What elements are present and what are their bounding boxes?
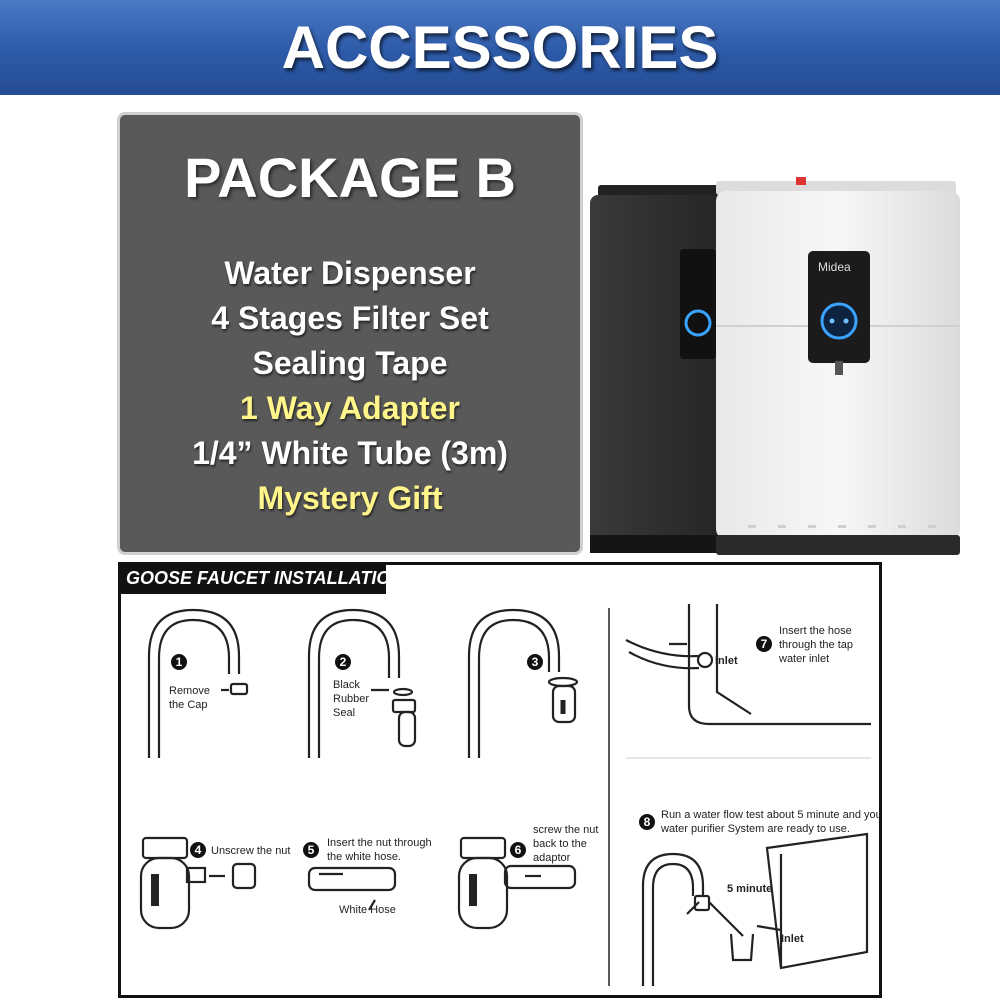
step-number: 6 <box>515 843 522 857</box>
step-7-inlet-label: Inlet <box>715 655 738 667</box>
installation-tab: GOOSE FAUCET INSTALLATION <box>118 562 403 594</box>
step-8-inlet-label: Inlet <box>781 933 804 945</box>
step-2-label: Rubber <box>333 693 369 705</box>
step-8-timer-label: 5 minute <box>727 883 772 895</box>
package-item-highlight: 1 Way Adapter <box>240 390 460 426</box>
installation-title: GOOSE FAUCET INSTALLATION <box>126 568 404 588</box>
step-6-label: back to the <box>533 838 587 850</box>
step-5-hose-label: White Hose <box>339 904 396 916</box>
step-1-label: Remove <box>169 685 210 697</box>
package-item: Sealing Tape <box>252 345 448 381</box>
step-number: 7 <box>761 637 768 651</box>
package-item: 1/4” White Tube (3m) <box>192 435 508 471</box>
white-dispenser: Midea <box>716 177 960 555</box>
step-4-label: Unscrew the nut <box>211 845 290 857</box>
step-8-label: Run a water flow test about 5 minute and… <box>661 809 879 821</box>
step-number: 2 <box>340 655 347 669</box>
step-6-label: adaptor <box>533 852 571 864</box>
step-5-label: the white hose. <box>327 851 401 863</box>
package-card: PACKAGE B Water Dispenser 4 Stages Filte… <box>117 112 583 555</box>
step-number: 5 <box>308 843 315 857</box>
step-2-label: Black <box>333 679 360 691</box>
step-number: 8 <box>644 815 651 829</box>
page-title: ACCESSORIES <box>281 14 719 81</box>
package-item: Water Dispenser <box>224 255 476 291</box>
package-item: 4 Stages Filter Set <box>211 300 489 336</box>
step-7-label: water inlet <box>778 653 829 665</box>
step-number: 1 <box>176 655 183 669</box>
package-title: PACKAGE B <box>184 146 516 209</box>
step-2-label: Seal <box>333 707 355 719</box>
package-item-highlight: Mystery Gift <box>257 480 443 516</box>
water-dispenser-photo: Midea <box>590 177 960 555</box>
step-number: 3 <box>532 655 539 669</box>
step-1-label: the Cap <box>169 699 208 711</box>
installation-diagram: 1 2 3 4 5 6 7 8 Remove the Cap Black Rub… <box>139 604 879 986</box>
step-7-label: Insert the hose <box>779 625 852 637</box>
step-6-label: screw the nut <box>533 824 598 836</box>
step-7-label: through the tap <box>779 639 853 651</box>
brand-logo: Midea <box>818 260 851 274</box>
step-5-label: Insert the nut through <box>327 837 432 849</box>
step-8-label: water purifier System are ready to use. <box>660 823 850 835</box>
step-number: 4 <box>195 843 202 857</box>
header-bar: ACCESSORIES <box>0 0 1000 95</box>
